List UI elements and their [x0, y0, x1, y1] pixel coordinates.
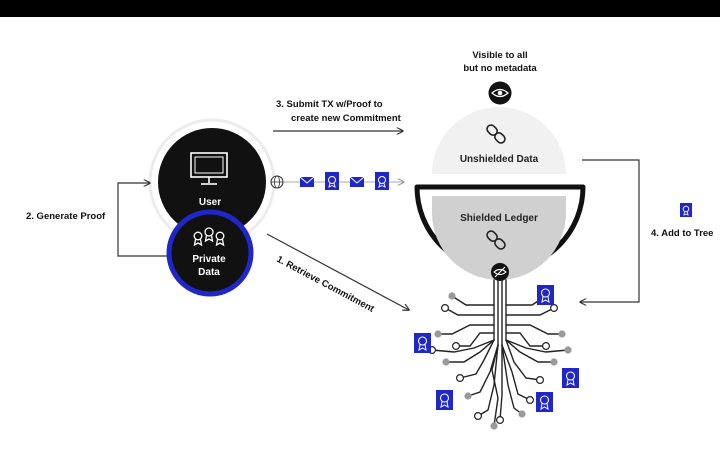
envelope-icon	[349, 176, 365, 187]
envelope-icon	[299, 176, 315, 187]
eye-icon	[488, 81, 512, 105]
private-data-circle	[166, 209, 254, 297]
commitment-tree	[428, 279, 572, 430]
certificate-icon	[436, 390, 453, 410]
step2-label: 2. Generate Proof	[26, 211, 106, 222]
award-ribbon-icon	[193, 227, 225, 247]
certificate-icon	[414, 333, 431, 353]
step1-arrow	[266, 233, 409, 310]
certificate-icon	[536, 392, 553, 412]
certificate-icon	[325, 172, 339, 190]
step3-label-line2: create new Commitment	[291, 113, 402, 124]
step3-label-line1: 3. Submit TX w/Proof to	[276, 99, 383, 110]
visible-label-line1: Visible to all	[472, 50, 527, 61]
step4-arrow	[580, 159, 640, 302]
top-black-bar	[0, 0, 720, 17]
private-data-label-line2: Data	[198, 267, 220, 278]
certificate-icon	[680, 203, 692, 217]
chain-link-icon	[486, 124, 506, 144]
globe-icon	[270, 175, 284, 189]
certificate-icon	[375, 172, 389, 190]
chain-link-icon	[486, 230, 506, 250]
monitor-icon	[190, 152, 228, 185]
unshielded-data-label: Unshielded Data	[460, 154, 539, 165]
eye-slash-icon	[491, 263, 509, 281]
visible-label-line2: but no metadata	[463, 63, 537, 74]
unshielded-data-dome	[432, 107, 566, 174]
step2-arrow	[117, 183, 168, 257]
private-data-label-line1: Private	[192, 254, 226, 265]
user-label: User	[199, 197, 221, 208]
certificate-icon	[537, 285, 554, 305]
certificate-icon	[562, 368, 579, 388]
shielded-ledger-fill	[432, 196, 566, 280]
step4-label: 4. Add to Tree	[651, 228, 713, 239]
shielded-ledger-label: Shielded Ledger	[460, 213, 538, 224]
user-circle	[158, 128, 266, 236]
